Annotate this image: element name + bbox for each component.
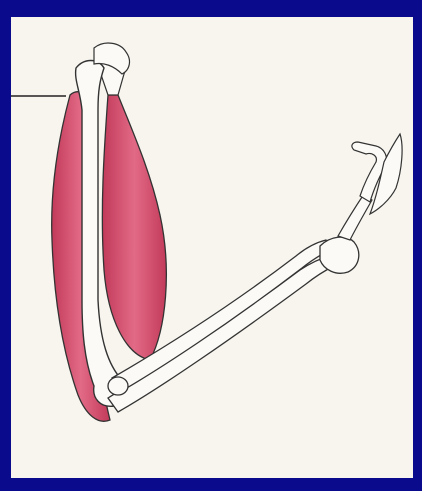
biceps-muscle	[102, 95, 166, 360]
hand-bones	[338, 194, 372, 240]
elbow-joint	[108, 377, 128, 395]
wrist-bones	[320, 237, 359, 273]
